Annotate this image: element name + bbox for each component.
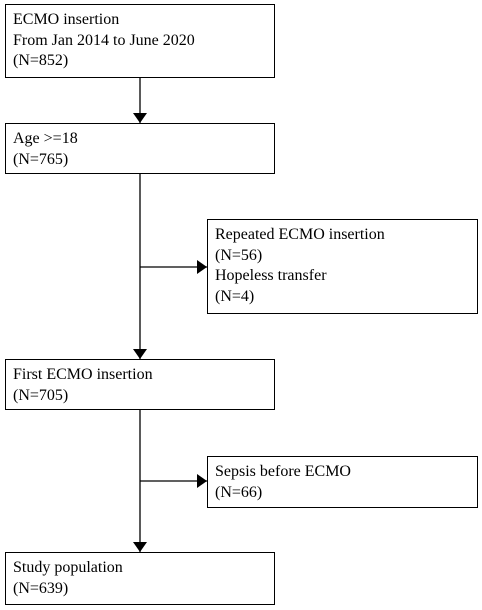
box-study-population: Study population (N=639): [5, 552, 275, 605]
box-age-filter: Age >=18 (N=765): [5, 123, 275, 174]
box-line: (N=56): [215, 246, 263, 264]
box-line: From Jan 2014 to June 2020: [13, 31, 195, 49]
box-line: (N=4): [215, 287, 255, 305]
box-line: First ECMO insertion: [13, 366, 153, 383]
box-line: (N=705): [13, 386, 69, 404]
box-line: Sepsis before ECMO: [215, 463, 351, 480]
box-line: (N=66): [215, 483, 263, 501]
box-line: (N=765): [13, 150, 69, 168]
box-line: ECMO insertion: [13, 11, 120, 28]
box-exclusion-repeated-hopeless: Repeated ECMO insertion (N=56) Hopeless …: [207, 219, 478, 314]
box-line: (N=852): [13, 52, 69, 69]
box-line: Study population: [13, 559, 123, 576]
box-line: (N=639): [13, 579, 69, 597]
box-line: Age >=18: [13, 130, 78, 147]
box-first-ecmo: First ECMO insertion (N=705): [5, 359, 275, 410]
box-exclusion-sepsis: Sepsis before ECMO (N=66): [207, 456, 478, 508]
box-ecmo-insertion: ECMO insertion From Jan 2014 to June 202…: [5, 4, 275, 78]
box-line: Repeated ECMO insertion: [215, 226, 385, 243]
box-line: Hopeless transfer: [215, 267, 327, 284]
